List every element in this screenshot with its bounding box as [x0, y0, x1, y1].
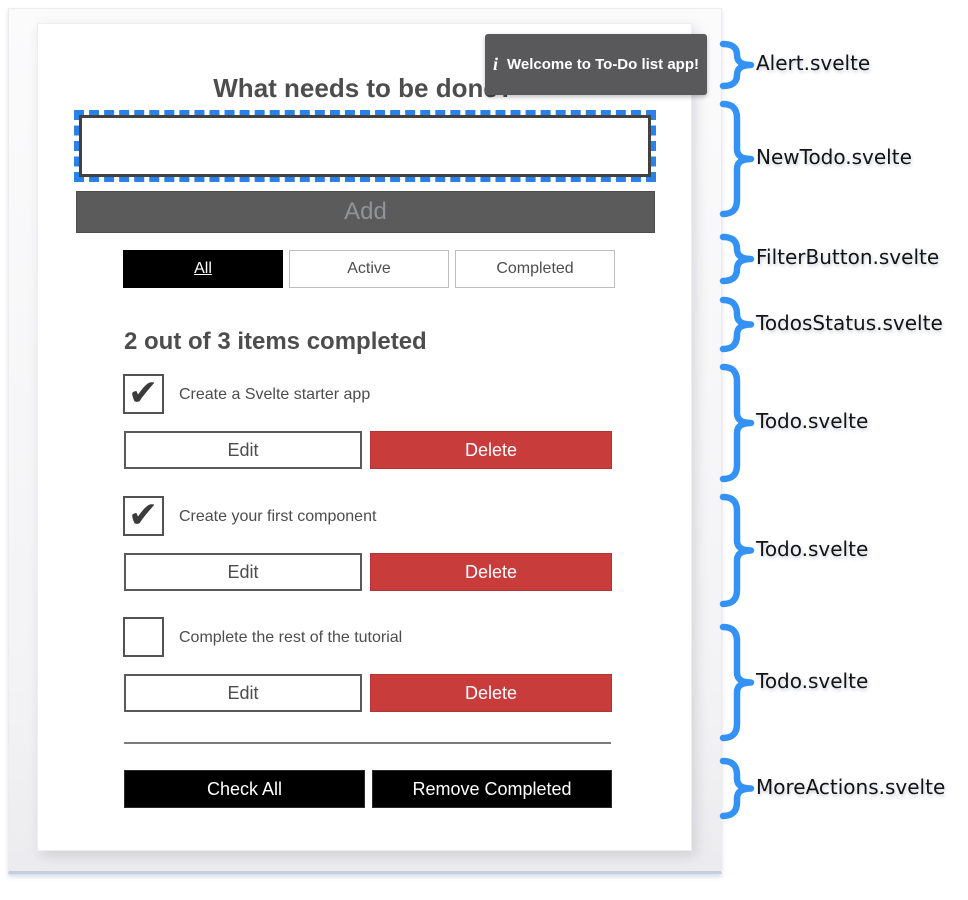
annotation-row: MoreActions.svelte: [718, 757, 945, 820]
todo-checkbox[interactable]: ✔: [123, 494, 164, 536]
component-label: Todo.svelte: [756, 409, 869, 433]
delete-button[interactable]: Delete: [370, 553, 612, 591]
edit-button[interactable]: Edit: [124, 674, 362, 712]
edit-button[interactable]: Edit: [124, 431, 362, 469]
checkmark-icon: ✔: [128, 494, 159, 535]
filter-button-all[interactable]: All: [123, 250, 283, 288]
annotation-row: Todo.svelte: [718, 623, 868, 742]
curly-brace-icon: [719, 40, 755, 90]
curly-brace-icon: [719, 623, 755, 742]
todo-label: Create your first component: [179, 508, 377, 525]
info-icon: i: [493, 54, 499, 74]
alert-message: Welcome to To-Do list app!: [507, 56, 699, 73]
curly-brace-icon: [719, 296, 755, 353]
filter-button-completed[interactable]: Completed: [455, 250, 615, 288]
curly-brace-icon: [719, 100, 755, 218]
todos-status: 2 out of 3 items completed: [124, 327, 427, 355]
annotation-row: TodosStatus.svelte: [718, 296, 943, 353]
todo-checkbox[interactable]: [123, 617, 164, 657]
component-label: NewTodo.svelte: [756, 145, 912, 169]
filter-button-active[interactable]: Active: [289, 250, 449, 288]
component-label: Todo.svelte: [756, 668, 869, 693]
curly-brace-icon: [719, 757, 755, 820]
delete-button[interactable]: Delete: [370, 431, 612, 469]
component-label: MoreActions.svelte: [756, 774, 946, 799]
alert-toast[interactable]: i Welcome to To-Do list app!: [485, 34, 707, 95]
new-todo-input[interactable]: [74, 110, 656, 182]
curly-brace-icon: [719, 233, 755, 285]
page-title: What needs to be done?: [213, 73, 514, 104]
annotation-row: Todo.svelte: [718, 363, 868, 483]
annotation-row: NewTodo.svelte: [718, 100, 912, 218]
curly-brace-icon: [719, 493, 755, 608]
component-label: Todo.svelte: [756, 536, 869, 561]
check-all-button[interactable]: Check All: [124, 770, 365, 808]
todo-label: Create a Svelte starter app: [179, 386, 371, 403]
delete-button[interactable]: Delete: [370, 674, 612, 712]
annotation-row: Alert.svelte: [718, 40, 870, 90]
component-label: TodosStatus.svelte: [756, 310, 943, 335]
remove-completed-button[interactable]: Remove Completed: [372, 770, 612, 808]
todo-label: Complete the rest of the tutorial: [179, 629, 403, 646]
todo-checkbox[interactable]: ✔: [123, 372, 164, 414]
checkmark-icon: ✔: [128, 372, 159, 413]
component-label: Alert.svelte: [756, 51, 871, 75]
component-label: FilterButton.svelte: [756, 245, 940, 269]
curly-brace-icon: [719, 363, 755, 483]
add-button[interactable]: Add: [76, 191, 655, 233]
annotation-row: FilterButton.svelte: [718, 233, 939, 285]
edit-button[interactable]: Edit: [124, 553, 362, 591]
divider: [124, 742, 611, 744]
annotation-row: Todo.svelte: [718, 493, 868, 608]
